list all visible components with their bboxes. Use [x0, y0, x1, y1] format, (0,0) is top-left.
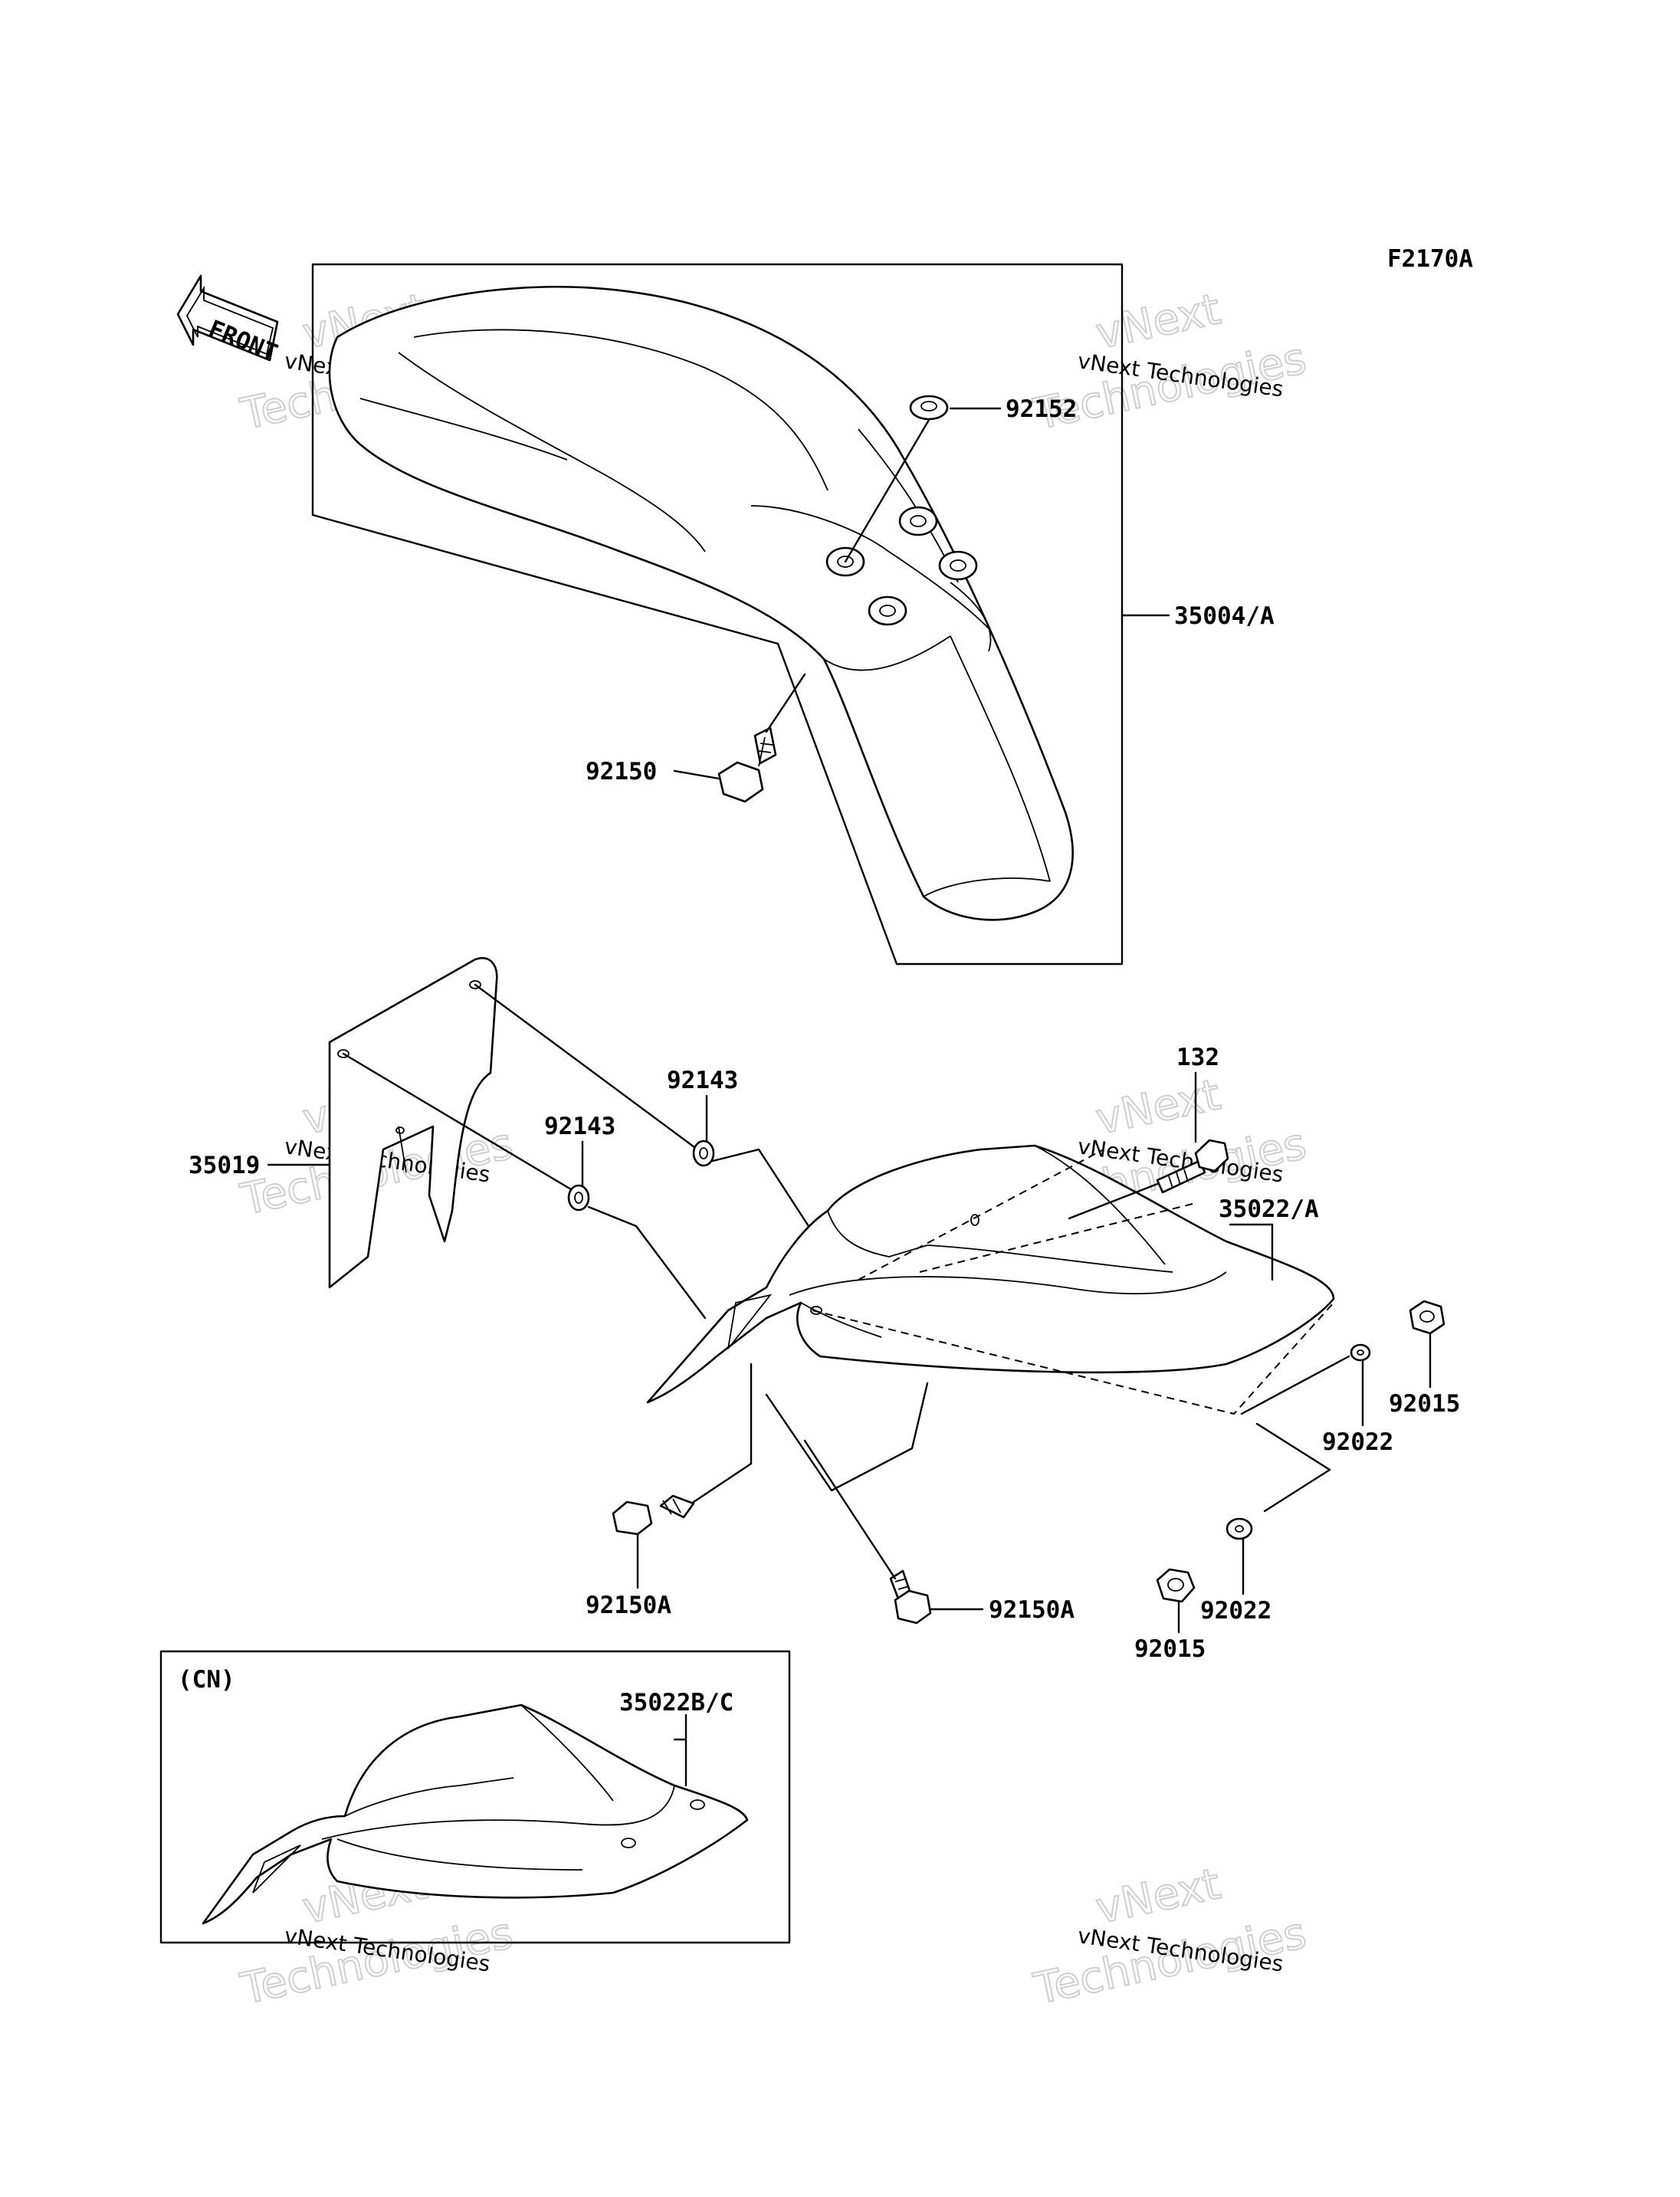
- svg-text:vNext: vNext: [1091, 1859, 1225, 1934]
- rear-fender-group: 35019 92143 92143: [189, 957, 1460, 1663]
- callout-92015-bottom: 92015: [1134, 1635, 1206, 1663]
- washer-92152: [909, 395, 949, 421]
- cn-inset-frame: [159, 1650, 791, 1944]
- callout-92022-right: 92022: [1322, 1428, 1393, 1456]
- bolt-132: [1156, 1139, 1229, 1194]
- nut-92015-right: [1409, 1300, 1445, 1335]
- callout-132: 132: [1176, 1044, 1219, 1071]
- bolt-92150A-left: [612, 1494, 695, 1536]
- front-fender: [328, 285, 1074, 921]
- rear-fender-35022BC: [202, 1703, 749, 1925]
- cn-inset: (CN) 35022B/C: [159, 1650, 791, 1944]
- callout-92150A-right: 92150A: [989, 1596, 1075, 1624]
- figure-code: F2170A: [1387, 245, 1473, 273]
- callout-35022BC: 35022B/C: [619, 1689, 733, 1717]
- front-fender-frame: [311, 263, 1124, 966]
- washer-92022-right: [1350, 1343, 1371, 1362]
- watermark-bottom-right: vNext Technologies vNext Technologies: [1029, 1858, 1311, 2015]
- callout-35004A: 35004/A: [1174, 602, 1275, 630]
- callout-92152: 92152: [1006, 395, 1077, 423]
- callout-92150: 92150: [586, 758, 657, 785]
- cn-inset-label: (CN): [178, 1666, 235, 1694]
- front-arrow-icon: FRONT: [176, 274, 281, 367]
- rear-fender-35022A: [646, 1144, 1335, 1404]
- svg-text:vNext: vNext: [1091, 1070, 1225, 1145]
- nut-92015-bottom: [1156, 1568, 1196, 1603]
- callout-92143-upper: 92143: [667, 1067, 738, 1094]
- callout-92022-bottom: 92022: [1200, 1597, 1271, 1625]
- callout-92143-lower: 92143: [544, 1113, 615, 1140]
- washer-92143-lower: [567, 1184, 590, 1212]
- callout-92015-right: 92015: [1389, 1390, 1460, 1418]
- front-fender-group: 92152 35004/A 92150: [311, 263, 1275, 966]
- washer-92022-bottom: [1226, 1517, 1253, 1540]
- callout-35022A: 35022/A: [1219, 1195, 1319, 1223]
- washer-92143-upper: [692, 1139, 715, 1167]
- callout-92150A-left: 92150A: [586, 1592, 671, 1619]
- svg-text:vNext: vNext: [1091, 284, 1225, 359]
- callout-35019: 35019: [189, 1152, 260, 1179]
- mud-flap-35019: [328, 957, 498, 1289]
- bolt-92150: [717, 726, 777, 803]
- bolt-92150A-right: [889, 1569, 932, 1625]
